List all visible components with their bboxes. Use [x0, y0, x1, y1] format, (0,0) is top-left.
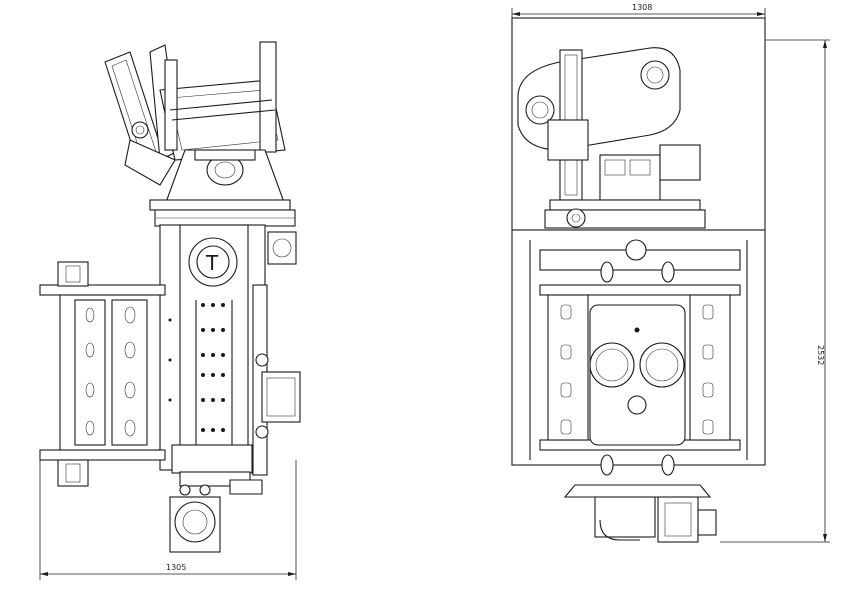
- dimension-label-left-width: 1305: [166, 563, 186, 572]
- rotator-hub: [149, 149, 296, 227]
- clamp-frame: [39, 261, 166, 487]
- dimension-left-width: [39, 455, 297, 580]
- tilt-bracket: [104, 41, 286, 186]
- mounting-plate: [517, 47, 701, 201]
- dimension-right-width: [511, 8, 766, 20]
- svg-text:T: T: [205, 251, 219, 275]
- main-housing: [511, 229, 766, 476]
- bottom-motor: [169, 471, 263, 553]
- main-body: T: [159, 224, 266, 474]
- lower-assembly: [563, 484, 717, 543]
- left-side-view: T: [39, 41, 301, 580]
- right-front-view: [511, 8, 830, 543]
- dimension-right-height: [720, 39, 830, 543]
- dimension-label-right-width: 1308: [632, 3, 652, 12]
- side-accessories: [252, 231, 301, 476]
- flange: [544, 199, 706, 229]
- dimension-label-right-height: 2532: [816, 345, 825, 365]
